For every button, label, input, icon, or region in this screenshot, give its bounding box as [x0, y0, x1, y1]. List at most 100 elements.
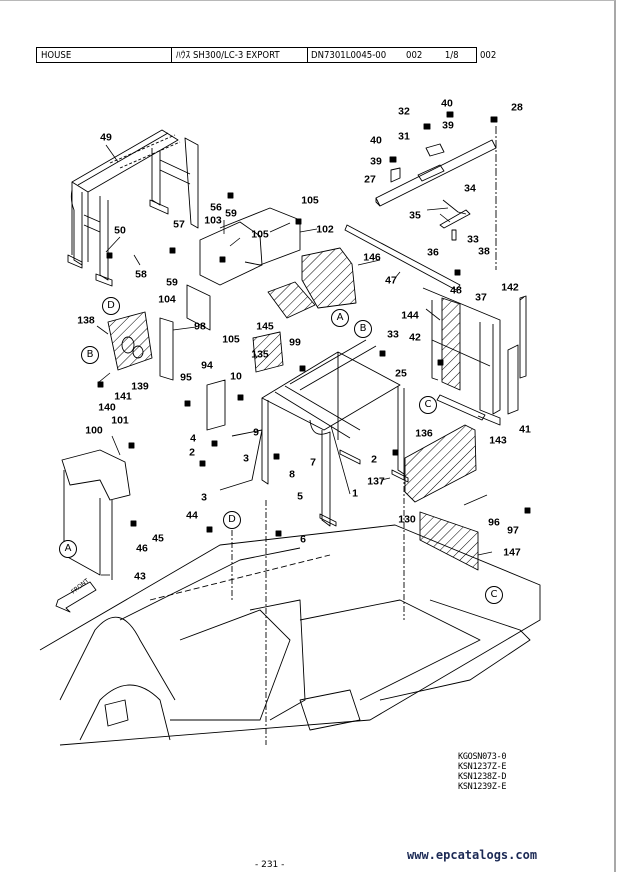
panel-146 [301, 247, 357, 309]
callout-10: 10 [230, 370, 242, 383]
panel-136-130 [404, 424, 477, 503]
callout-147: 147 [503, 546, 521, 559]
callout-31: 31 [398, 130, 410, 143]
callout-95: 95 [180, 371, 192, 384]
callout-56: 56 [210, 201, 222, 214]
reference-circle-d: D [223, 511, 241, 529]
callout-105: 105 [222, 333, 240, 346]
callout-57: 57 [173, 218, 185, 231]
callout-4: 4 [190, 432, 196, 445]
bracket-27 [344, 126, 497, 291]
drawing-code: KGOSN073-0 [458, 752, 507, 762]
reference-circle-d: D [102, 297, 120, 315]
callout-145: 145 [256, 320, 274, 333]
watermark: www.epcatalogs.com [407, 848, 538, 862]
frame-1 [219, 339, 409, 527]
callout-97: 97 [507, 524, 519, 537]
callout-9: 9 [253, 426, 259, 439]
callout-142: 142 [501, 281, 519, 294]
exploded-parts-diagram: 49 50 58 59 59 56 57 103 105 105 105 102… [0, 70, 618, 800]
callout-96: 96 [488, 516, 500, 529]
front-arrow-icon [55, 581, 97, 613]
callout-58: 58 [135, 268, 147, 281]
callout-32: 32 [398, 105, 410, 118]
fasteners [97, 111, 531, 537]
callout-36: 36 [427, 246, 439, 259]
callout-43: 43 [134, 570, 146, 583]
callout-25: 25 [395, 367, 407, 380]
callout-138: 138 [77, 314, 95, 327]
callout-33: 33 [387, 328, 399, 341]
panel-144 [441, 297, 461, 391]
callout-140: 140 [98, 401, 116, 414]
drawing-code: KSN1237Z-E [458, 762, 507, 772]
panel-145 [267, 281, 316, 319]
callout-137: 137 [367, 475, 385, 488]
callout-144: 144 [401, 309, 419, 322]
callout-146: 146 [363, 251, 381, 264]
title-block: HOUSE ﾊｳｽ SH300/LC-3 EXPORT DN7301L0045-… [36, 47, 496, 63]
plate-94 [206, 379, 226, 431]
page-number: - 231 - [255, 860, 285, 870]
frame-49 [67, 129, 199, 287]
panel-102-103 [186, 207, 301, 331]
callout-136: 136 [415, 427, 433, 440]
callout-3: 3 [243, 452, 249, 465]
callout-7: 7 [310, 456, 316, 469]
callout-34: 34 [464, 182, 476, 195]
reference-circle-b: B [81, 346, 99, 364]
callout-99: 99 [289, 336, 301, 349]
callout-40: 40 [370, 134, 382, 147]
callout-37: 37 [475, 291, 487, 304]
panel-138-hole [121, 336, 135, 354]
drawing-codes: KGOSN073-0 KSN1237Z-E KSN1238Z-D KSN1239… [458, 752, 506, 792]
frame-41 [422, 287, 527, 426]
base-structure [39, 474, 541, 746]
bracket-100 [61, 449, 131, 580]
callout-94: 94 [201, 359, 213, 372]
callout-2: 2 [189, 446, 195, 459]
panel-138 [107, 311, 153, 371]
model-description: ﾊｳｽ SH300/LC-3 EXPORT [171, 47, 307, 63]
callout-8: 8 [289, 468, 295, 481]
callout-135: 135 [251, 348, 269, 361]
drawing-code: KSN1238Z-D [458, 772, 507, 782]
callout-143: 143 [489, 434, 507, 447]
callout-42: 42 [409, 331, 421, 344]
callout-105: 105 [251, 228, 269, 241]
callout-45: 45 [152, 532, 164, 545]
callout-47: 47 [385, 274, 397, 287]
callout-41: 41 [519, 423, 531, 436]
callout-49: 49 [100, 131, 112, 144]
drawing-code: KSN1239Z-E [458, 782, 507, 792]
reference-circle-a: A [59, 540, 77, 558]
section-name: HOUSE [36, 47, 171, 63]
leader-lines [96, 144, 525, 576]
callout-38: 38 [478, 245, 490, 258]
callout-35: 35 [409, 209, 421, 222]
panel-147 [419, 511, 479, 571]
extra-revision: 002 [480, 50, 497, 61]
diagram-drawing [39, 111, 541, 746]
panel-138-hole [132, 345, 144, 359]
callout-102: 102 [316, 223, 334, 236]
plate-98 [159, 317, 174, 381]
reference-circle-c: C [419, 396, 437, 414]
callout-39: 39 [370, 155, 382, 168]
callout-105: 105 [301, 194, 319, 207]
callout-130: 130 [398, 513, 416, 526]
document-number: DN7301L0045-00 [311, 50, 387, 61]
callout-39: 39 [442, 119, 454, 132]
callout-50: 50 [114, 224, 126, 237]
callout-48: 48 [450, 284, 462, 297]
callout-28: 28 [511, 101, 523, 114]
reference-circle-c: C [485, 586, 503, 604]
callout-40: 40 [441, 97, 453, 110]
callout-2: 2 [371, 453, 377, 466]
panel-135 [252, 331, 284, 373]
callout-141: 141 [114, 390, 132, 403]
revision: 002 [406, 50, 423, 61]
callout-103: 103 [204, 214, 222, 227]
callout-104: 104 [158, 293, 176, 306]
